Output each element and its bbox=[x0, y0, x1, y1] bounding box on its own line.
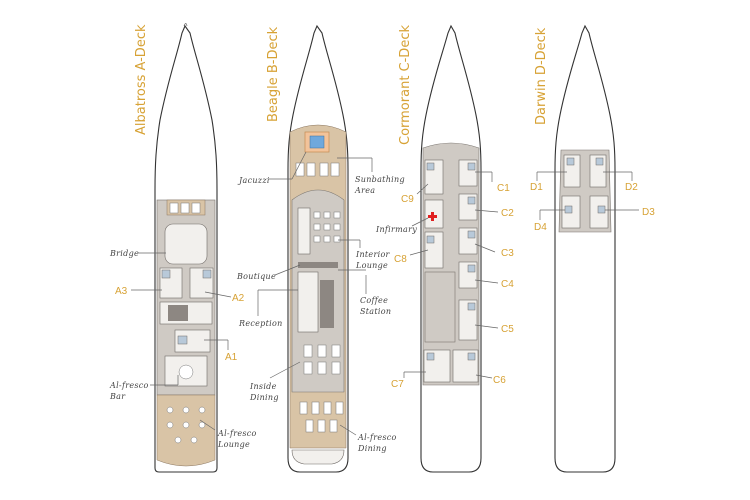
deck-a-cabin-a1 bbox=[174, 329, 211, 353]
deck-a-bridge-room bbox=[164, 223, 208, 265]
label-coffee-2: Station bbox=[360, 307, 391, 316]
deck-c: C1 C2 C3 C4 C5 C6 C7 C8 C9 Infirmary bbox=[375, 24, 514, 473]
deck-d: D1 D2 D3 D4 bbox=[530, 24, 655, 473]
deck-title-beagle: Beagle B-Deck bbox=[266, 26, 281, 122]
label-boutique: Boutique bbox=[236, 272, 276, 281]
deck-b: Jacuzzi Sunbathing Area Boutique Interio… bbox=[236, 24, 405, 473]
label-c8: C8 bbox=[394, 254, 407, 265]
alfresco-dining-tables bbox=[299, 401, 344, 433]
label-alfresco-lounge-2: Lounge bbox=[217, 440, 250, 449]
label-interior-2: Lounge bbox=[355, 261, 388, 270]
label-jacuzzi: Jacuzzi bbox=[237, 176, 270, 185]
jacuzzi-water bbox=[309, 135, 325, 149]
label-bridge: Bridge bbox=[109, 249, 139, 258]
label-alfresco-lounge-1: Al-fresco bbox=[217, 429, 257, 438]
label-interior-1: Interior bbox=[355, 250, 391, 259]
label-c1: C1 bbox=[497, 183, 510, 194]
deck-title-darwin: Darwin D-Deck bbox=[534, 27, 549, 125]
label-a2: A2 bbox=[232, 293, 245, 304]
infirmary-cross-icon bbox=[428, 212, 437, 221]
label-c9: C9 bbox=[401, 194, 414, 205]
label-inside-dining-1: Inside bbox=[249, 382, 277, 391]
deck-a-lounge-floor bbox=[156, 394, 216, 467]
deck-b-boutique-counter bbox=[298, 262, 338, 268]
label-alfresco-dining-2: Dining bbox=[357, 444, 387, 453]
label-c5: C5 bbox=[501, 324, 514, 335]
deck-a: Bridge A3 A2 A1 Al-fresco Bar Al-fresco … bbox=[109, 23, 257, 473]
deck-b-reception-desk bbox=[320, 280, 334, 328]
label-alfresco-bar-2: Bar bbox=[109, 392, 126, 401]
label-alfresco-bar-1: Al-fresco bbox=[109, 381, 149, 390]
label-c6: C6 bbox=[493, 375, 506, 386]
label-infirmary: Infirmary bbox=[375, 225, 417, 234]
deck-title-cormorant: Cormorant C-Deck bbox=[398, 25, 413, 145]
label-sunbathing-1: Sunbathing bbox=[355, 175, 405, 184]
label-a3: A3 bbox=[115, 286, 128, 297]
deck-d-hull bbox=[554, 24, 616, 473]
label-d4: D4 bbox=[534, 222, 547, 233]
label-d1: D1 bbox=[530, 182, 543, 193]
label-c3: C3 bbox=[501, 248, 514, 259]
interior-lounge-furniture bbox=[313, 211, 341, 243]
label-inside-dining-2: Dining bbox=[249, 393, 279, 402]
deck-a-bow-tip bbox=[183, 23, 188, 27]
label-c7: C7 bbox=[391, 379, 404, 390]
label-coffee-1: Coffee bbox=[360, 296, 388, 305]
label-c2: C2 bbox=[501, 208, 514, 219]
deck-title-albatross: Albatross A-Deck bbox=[134, 24, 149, 135]
label-reception: Reception bbox=[238, 319, 283, 328]
inside-dining-tables bbox=[303, 344, 341, 375]
label-a1: A1 bbox=[225, 352, 238, 363]
label-sunbathing-2: Area bbox=[354, 186, 375, 195]
label-c4: C4 bbox=[501, 279, 514, 290]
label-alfresco-dining-1: Al-fresco bbox=[357, 433, 397, 442]
label-d3: D3 bbox=[642, 207, 655, 218]
label-d2: D2 bbox=[625, 182, 638, 193]
